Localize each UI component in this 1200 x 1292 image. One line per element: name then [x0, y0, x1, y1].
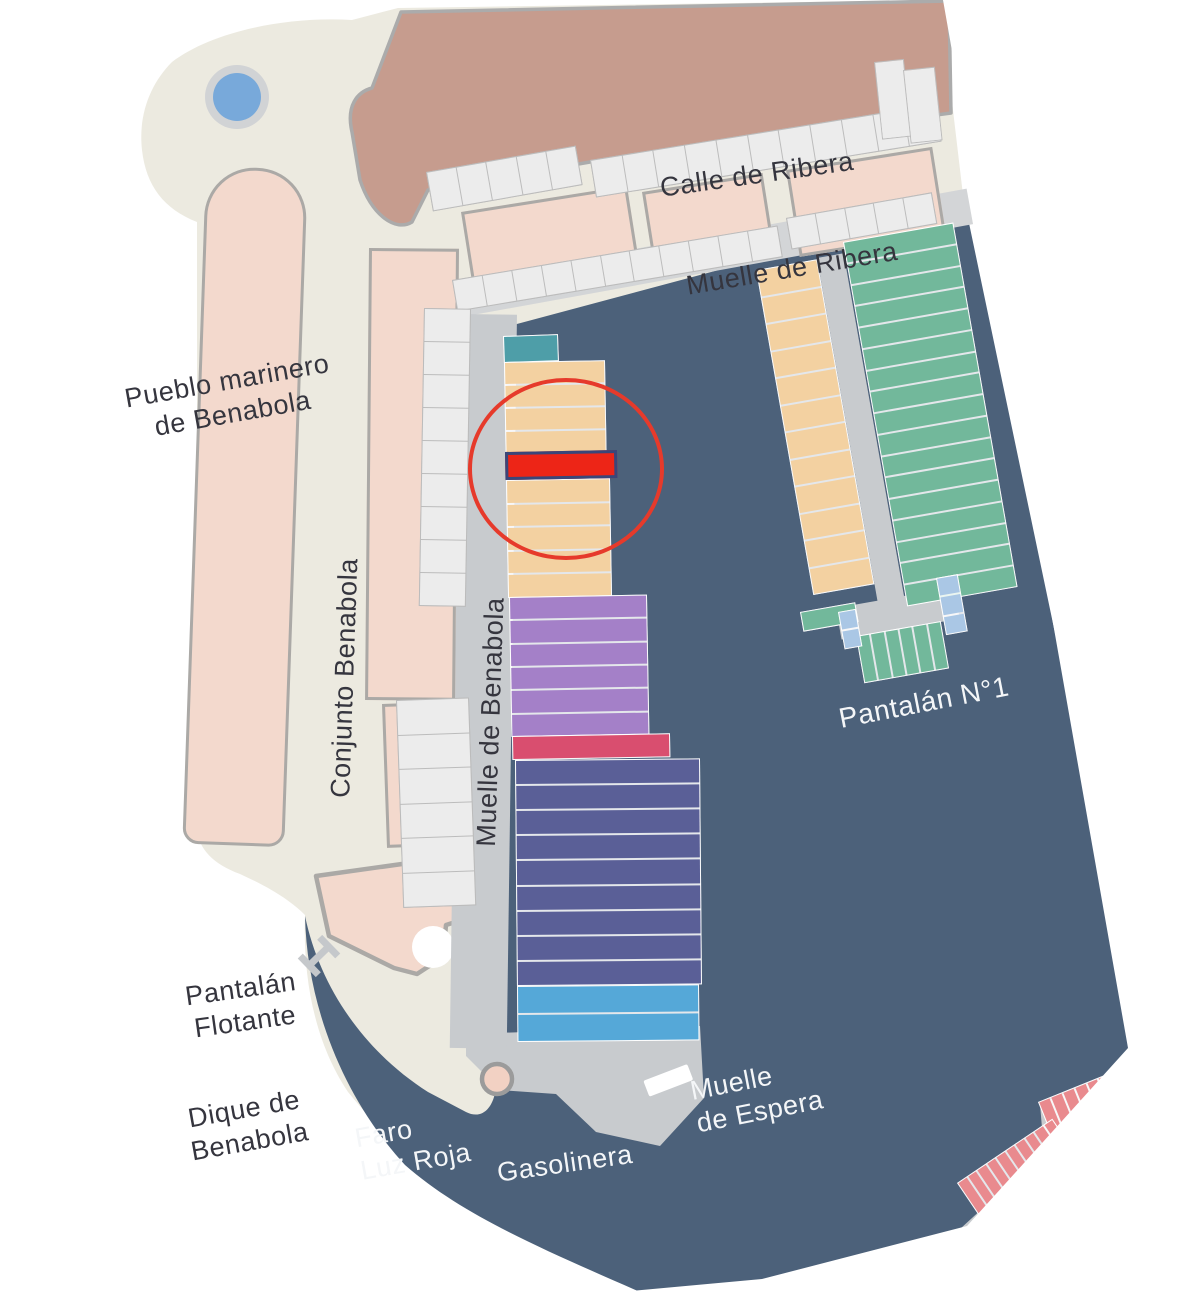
benabola-purple-berth[interactable]: [512, 712, 649, 736]
shops-benabola-a-berth: [420, 506, 467, 540]
shops-benabola-b-berth: [398, 732, 471, 769]
benabola-tan-lower-berth[interactable]: [508, 573, 612, 597]
benabola-lightblue-berth[interactable]: [518, 1013, 699, 1041]
shops-ribera-a-berth: [512, 266, 546, 301]
shops-calle-right-berth: [622, 150, 659, 192]
benabola-darkblue-berth[interactable]: [516, 809, 700, 835]
benabola-darkblue-berth[interactable]: [516, 834, 700, 860]
shops-ribera-a-berth: [571, 256, 605, 291]
benabola-lightblue[interactable]: [517, 984, 700, 1042]
benabola-darkblue[interactable]: [515, 758, 702, 986]
benabola-crimson[interactable]: [512, 733, 671, 760]
benabola-purple-berth[interactable]: [511, 665, 648, 690]
shops-benabola-a-berth: [422, 408, 469, 441]
benabola-lightblue-berth[interactable]: [518, 985, 699, 1013]
shops-ribera-a-berth: [630, 246, 664, 281]
pantalan1-smallblue-a-berth[interactable]: [842, 628, 862, 649]
shops-benabola-a-berth: [421, 473, 468, 507]
benabola-darkblue-berth[interactable]: [517, 910, 701, 935]
shops-ribera-a-berth: [600, 251, 635, 286]
shops-benabola-b-berth: [403, 870, 476, 907]
pantalan1-end-green[interactable]: [856, 621, 950, 684]
shops-benabola-b-berth: [397, 698, 470, 735]
benabola-darkblue-berth[interactable]: [517, 935, 701, 960]
shops-benabola-a-berth: [422, 440, 468, 474]
shops-ribera-a-berth: [541, 261, 576, 296]
benabola-purple[interactable]: [509, 594, 650, 737]
benabola-teal-cap-berth[interactable]: [504, 335, 558, 362]
pantalan1-smallblue-b-berth[interactable]: [940, 594, 964, 615]
shops-ribera-b-berth: [902, 193, 937, 228]
pantalan1-green[interactable]: [843, 222, 1018, 607]
shops-brown-b-berth: [904, 67, 942, 143]
pantalan1-smallblue-b-berth[interactable]: [943, 613, 967, 634]
shops-benabola-a-berth: [424, 309, 470, 342]
shops-calle-left: [426, 145, 583, 212]
pantalan1-smallblue-a[interactable]: [838, 608, 863, 650]
espera-berth-marker[interactable]: [643, 1064, 693, 1097]
benabola-purple-berth[interactable]: [510, 618, 647, 643]
shops-ribera-b-berth: [787, 213, 821, 249]
shops-ribera-a-berth: [453, 276, 487, 311]
benabola-darkblue-berth[interactable]: [516, 859, 701, 885]
floating-pontoon[interactable]: [297, 934, 341, 978]
benabola-darkblue-berth[interactable]: [517, 960, 701, 985]
benabola-darkblue-berth[interactable]: [517, 884, 701, 910]
shops-calle-right-berth: [591, 155, 628, 197]
benabola-purple-berth[interactable]: [511, 688, 648, 713]
benabola-teal-cap[interactable]: [503, 334, 559, 363]
shops-ribera-b-berth: [874, 198, 908, 234]
highlight-circle-annotation: [468, 378, 664, 560]
shops-benabola-a: [418, 308, 471, 607]
benabola-platform-quay: [466, 1026, 704, 1146]
fountain-pool: [213, 73, 261, 121]
pantalan1-smallblue-b-berth[interactable]: [937, 575, 960, 596]
benabola-purple-berth[interactable]: [510, 595, 647, 620]
shops-ribera-b-berth: [816, 208, 850, 244]
shops-benabola-b-berth: [400, 801, 473, 838]
benabola-darkblue-berth[interactable]: [516, 759, 700, 785]
shops-benabola-a-berth: [420, 539, 466, 573]
shops-calle-left-berth: [546, 146, 582, 190]
shops-benabola-a-berth: [423, 342, 470, 375]
benabola-darkblue-berth[interactable]: [516, 784, 700, 810]
benabola-purple-berth[interactable]: [510, 642, 648, 666]
pantalan1-smallblue-a-berth[interactable]: [839, 610, 858, 630]
benabola-crimson-berth[interactable]: [513, 734, 670, 759]
white-tower-circle: [412, 926, 454, 968]
shops-benabola-a-berth: [419, 572, 466, 606]
faro-luz-roja-circle: [479, 1061, 515, 1097]
shops-benabola-a-berth: [423, 375, 469, 408]
shops-brown-b: [903, 66, 943, 144]
shops-ribera-a-berth: [482, 271, 517, 306]
shops-benabola-b-berth: [399, 767, 472, 804]
shops-ribera-b-berth: [845, 203, 879, 239]
shops-benabola-b-berth: [401, 836, 474, 873]
shops-benabola-b: [396, 697, 477, 908]
